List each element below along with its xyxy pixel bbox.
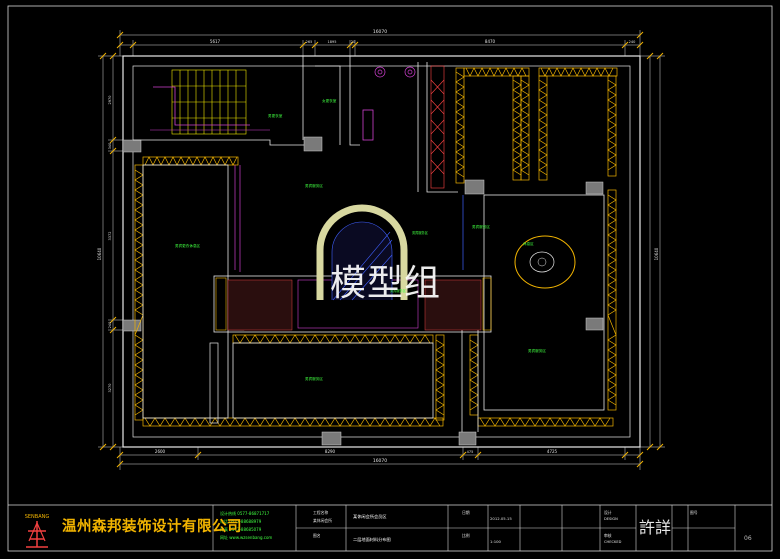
dim-left-segment: 3270 (108, 384, 112, 393)
dim-left-segment: 240 (108, 322, 112, 329)
room-label: 男宾服务区 (390, 288, 407, 293)
sheet-number: 06 (744, 535, 752, 542)
exterior-walls (122, 55, 641, 448)
check-value: CHECKED (604, 540, 622, 544)
dim-left-segment: 340 (108, 143, 112, 150)
scale-label: 比例 (462, 533, 470, 538)
room-label: 男宾服务区 (305, 376, 323, 381)
right-dimension-ticks (646, 52, 664, 451)
washbasins (374, 66, 416, 78)
drawing-no-label: 图号 (690, 510, 698, 515)
project-value: 某休闲会所 (313, 518, 332, 523)
red-vertical-cabinet (430, 65, 445, 189)
dim-bottom-segment: 475 (467, 450, 474, 454)
room-label: 男宾服务区 (528, 348, 546, 353)
contact-line: 电话 0577-88688979 (220, 518, 262, 524)
staircase (171, 69, 247, 135)
room-label: 男更衣室 (268, 113, 283, 118)
check-label: 审核 (604, 533, 612, 538)
dim-top-segment: 240 (629, 40, 636, 44)
bottom-dimension-chain (119, 447, 641, 470)
date-value: 2012.05.15 (490, 516, 512, 521)
oval-feature (514, 235, 576, 289)
interior-partitions (133, 56, 458, 193)
room-label: 男宾服务区 (305, 183, 323, 188)
stair-arrow (153, 86, 250, 126)
dim-bottom-segment: 4725 (547, 449, 558, 454)
left-dimension-ticks (99, 52, 117, 451)
dim-left-segment: 2970 (108, 96, 112, 105)
bottom-dimension-ticks (116, 451, 644, 468)
drawing-title: 二层地面材料分布图 (353, 536, 391, 543)
arched-feature (316, 204, 408, 301)
drawing-label: 图名 (313, 533, 321, 538)
scale-value: 1:100 (490, 539, 502, 544)
locker-rows (134, 67, 618, 427)
dim-left-total: 10640 (97, 247, 102, 260)
title-block-grid (212, 505, 736, 551)
design-label: 设计 (604, 510, 612, 515)
room-label: 男宾服务区 (412, 230, 429, 235)
dim-top-segment: 5617 (210, 39, 221, 44)
project-label: 工程名称 (313, 510, 328, 515)
dim-right-total: 10640 (654, 247, 659, 260)
top-dimension-ticks (116, 31, 644, 49)
subtitle: 某休闲会所会员区 (353, 513, 387, 520)
logo-text: SENBANG (25, 514, 50, 520)
central-tile-area (213, 275, 492, 333)
right-dimension-chain (640, 55, 665, 448)
dim-top-segment: 1895 (328, 40, 337, 44)
room-label: 休息区 (523, 241, 534, 246)
dim-top-segment: 8470 (485, 39, 496, 44)
dim-left-segment: 3372 (108, 232, 112, 241)
dim-top-segment: 20 (351, 40, 355, 44)
dim-top-total: 16070 (373, 29, 387, 35)
dim-bottom-segment: 2600 (155, 449, 166, 454)
date-label: 日期 (462, 510, 470, 515)
design-value: DESIGN (604, 517, 618, 521)
dim-top-segment: 265 (306, 40, 313, 44)
company-name: 温州森邦装饰设计有限公司 (62, 519, 242, 535)
room-label: 男宾服务区 (472, 224, 490, 229)
room-label: 男宾更衣休息区 (175, 243, 201, 248)
watermark: 模型组 (330, 263, 442, 304)
company-logo: SENBANG (25, 514, 50, 548)
room-label: 女更衣室 (322, 98, 337, 103)
dim-bottom-segment: 8290 (325, 449, 336, 454)
contact-line: 传真 0577-88685079 (220, 526, 262, 532)
left-dimension-chain (98, 55, 123, 448)
contact-line: 设计热线 0577-86871717 (220, 510, 270, 516)
service-lines (234, 165, 241, 272)
dim-bottom-total: 16070 (373, 458, 387, 464)
designer-signature: 許詳 (639, 518, 672, 537)
sheet-border (7, 5, 773, 552)
contact-line: 网址 www.wzsenbang.com (220, 534, 272, 540)
